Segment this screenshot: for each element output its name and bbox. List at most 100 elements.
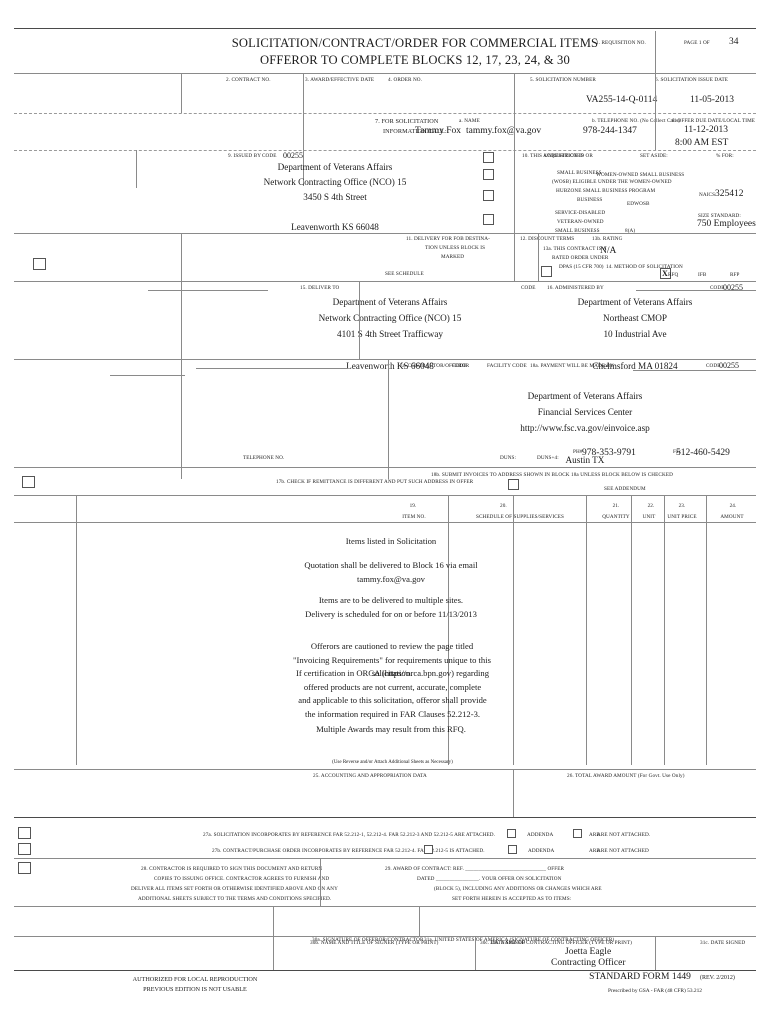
block27a-are-not: ARE NOT ATTACHED. [597,832,651,838]
block11-label-l2: TION UNLESS BLOCK IS [425,245,486,251]
divider-sched-e [631,495,632,765]
divider-sched-c [513,495,514,765]
block31b-title-value: Contracting Officer [551,958,626,968]
block13b-rating-value: N/A [600,246,617,256]
divider-r7-a [514,113,515,150]
checkbox-rfq[interactable] [660,268,671,279]
checkbox-block27a[interactable] [18,827,31,839]
col20-num: 20. [500,503,507,509]
block16-code-label: CODE [710,285,725,291]
block16-label: 16. ADMINISTERED BY [547,285,604,291]
block1-label: 1. REQUISITION NO. [596,40,646,46]
issue-date-value: 11-05-2013 [690,95,734,105]
col24-label: AMOUNT [720,514,744,520]
rule-b11-bottom [14,281,756,282]
divider-b15-b [359,281,360,359]
block7b-label: b. TELEPHONE NO. (No Collect Calls) [592,118,680,124]
block16-code-value: 00255 [723,283,743,292]
rule-b25-bottom [14,817,756,819]
divider-r7-b [655,113,656,150]
block4-label: 4. ORDER NO. [388,77,423,83]
block3-label: 3. AWARD/EFFECTIVE DATE [305,77,375,83]
block17a-label: 17a. CONTRACTOR/OFFEROR [397,363,470,369]
block28-line1: 28. CONTRACTOR IS REQUIRED TO SIGN THIS … [141,866,323,872]
block30a-label: 30a. SIGNATURE OF OFFEROR/CONTRACTOR [312,937,424,943]
divider-b30a-left [273,906,274,936]
block18a-label: 18a. PAYMENT WILL BE MADE BY [530,363,614,369]
checkbox-unrestricted[interactable] [483,152,494,163]
form-title-line1: SOLICITATION/CONTRACT/ORDER FOR COMMERCI… [231,36,599,50]
block31a-label: 31a. UNITED STATES OF AMERICA (SIGNATURE… [424,937,615,943]
block18a-fax-prefix: Fax [673,449,682,455]
contact-name-value: Tammy Fox [415,126,462,136]
divider-r2-b [303,73,304,186]
block27b-label: 27b. CONTRACT/PURCHASE ORDER INCORPORATE… [212,848,485,854]
block27a-label: 27a. SOLICITATION INCORPORATES BY REFERE… [203,832,496,838]
checkbox-27b-attached[interactable] [424,845,433,854]
opt-sdvosb-l1: SERVICE-DISABLED [555,210,606,216]
schedule-footnote: (Use Reverse and/or Attach Additional Sh… [332,760,453,765]
block8-label: 8. OFFER DUE DATE/LOCAL TIME [672,118,756,124]
divider-b9-b [514,150,515,235]
checkbox-27b-addenda-are[interactable] [508,845,517,854]
divider-sched-d [586,495,587,765]
checkbox-27a-addenda-are[interactable] [507,829,516,838]
checkbox-block28[interactable] [18,862,31,874]
opt-sdvosb-l3: SMALL BUSINESS [555,228,600,234]
checkbox-small-business[interactable] [483,169,494,180]
checkbox-dpas-rated[interactable] [541,266,552,277]
checkbox-block17b-remittance[interactable] [22,476,35,488]
divider-b30b-c [655,936,656,970]
schedule-paragraph-4: Offerors are cautioned to review the pag… [293,641,491,678]
block18b-label: 18b. SUBMIT INVOICES TO ADDRESS SHOWN IN… [431,472,673,478]
divider-b11-b [514,233,515,281]
rule-b9-bottom [14,233,756,234]
block11-label-l3: MARKED [441,254,465,260]
checkbox-block18b-addendum[interactable] [508,479,519,490]
divider-b28 [320,858,321,906]
checkbox-hubzone[interactable] [483,190,494,201]
block27b-addenda: ADDENDA [528,848,555,854]
block10-label: 10. THIS ACQUISITION IS [522,153,584,159]
checkbox-27a-addenda-are-not[interactable] [573,829,582,838]
col20-label: SCHEDULE OF SUPPLIES/SERVICES [475,514,565,520]
checkbox-block27b[interactable] [18,843,31,855]
block18a-telephone-label: TELEPHONE NO. [243,455,285,461]
block15-code-label: CODE [521,285,536,291]
size-standard-label: SIZE STANDARD: [698,213,741,219]
block28-line3: DELIVER ALL ITEMS SET FORTH OR OTHERWISE… [131,886,338,892]
col19-num: 19. [409,503,417,509]
block14-opt-rfp: RFP [730,272,740,278]
block25-label: 25. ACCOUNTING AND APPROPRIATION DATA [313,773,427,779]
col21-num: 21. [612,503,620,509]
rule-b30b-bottom [14,970,756,972]
block9-code-label: CODE [262,153,277,159]
col21-label: QUANTITY [602,514,630,520]
block13b-label: 13b. RATING [592,236,623,242]
divider-b25 [513,769,514,817]
block27b-are-not: ARE NOT ATTACHED [597,848,649,854]
block29-line1: 29. AWARD OF CONTRACT: REF. ____________… [385,866,565,872]
opt-business: BUSINESS [577,197,603,203]
block28-line4: ADDITIONAL SHEETS SUBJECT TO THE TERMS A… [138,896,332,902]
checkbox-sdvosb[interactable] [483,214,494,225]
block13a-label-l3: DPAS (15 CFR 700) [559,264,604,270]
divider-b11-a [181,233,182,281]
divider-r2-d [655,73,656,113]
opt-sdvosb-l2: VETERAN-OWNED [557,219,604,225]
block27a-addenda: ADDENDA [527,832,554,838]
block7-label-line2: INFORMATION CALL: [383,128,447,135]
divider-sched-a [76,495,77,765]
rule-b16-cap [636,290,756,291]
divider-b17-a [181,359,182,479]
schedule-paragraph-5: If certification in ORCA (https//orca.bp… [295,668,490,719]
block26-label: 26. TOTAL AWARD AMOUNT (For Govt. Use On… [567,773,685,779]
schedule-paragraph-3: Items are to be delivered to multiple si… [305,595,477,619]
checkbox-block11-delivery[interactable] [33,258,46,270]
rfq-selected-mark: X [662,269,668,278]
block18b-addendum: SEE ADDENDUM [604,486,646,492]
divider-r2-c [514,73,515,113]
rule-header-bottom [14,73,756,74]
schedule-paragraph-6: Multiple Awards may result from this RFQ… [316,724,466,734]
block7-label-line1: 7. FOR SOLICITATION [375,118,439,125]
